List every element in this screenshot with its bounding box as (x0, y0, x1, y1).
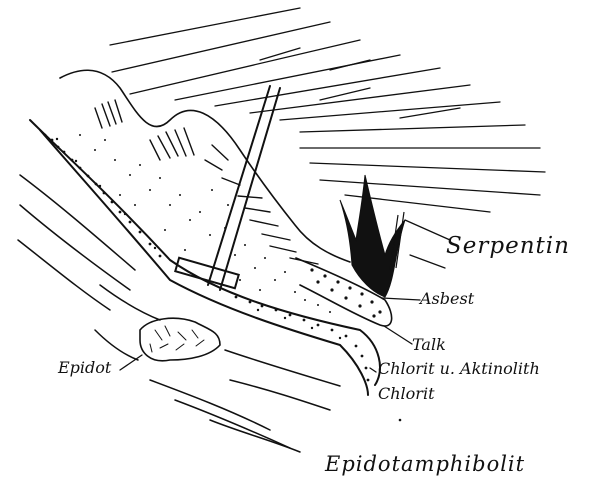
label-serpentin: Serpentin (446, 233, 570, 259)
label-chlorit-aktinolith: Chlorit u. Aktinolith (378, 359, 540, 378)
label-asbest: Asbest (420, 289, 474, 308)
hammer (175, 86, 280, 290)
label-epidotamphibolit: Epidotamphibolit (325, 452, 525, 476)
serpentin-hatching (110, 8, 545, 268)
label-epidot: Epidot (58, 358, 111, 377)
transition-strokes (95, 100, 318, 264)
epidot-pattern (150, 326, 204, 352)
contact-line (60, 70, 350, 262)
aktinolith-dots (79, 134, 401, 421)
label-talk: Talk (412, 335, 446, 354)
epidot-blob (140, 318, 220, 361)
label-chlorit: Chlorit (378, 384, 435, 403)
chlorit-stipple (44, 134, 370, 382)
